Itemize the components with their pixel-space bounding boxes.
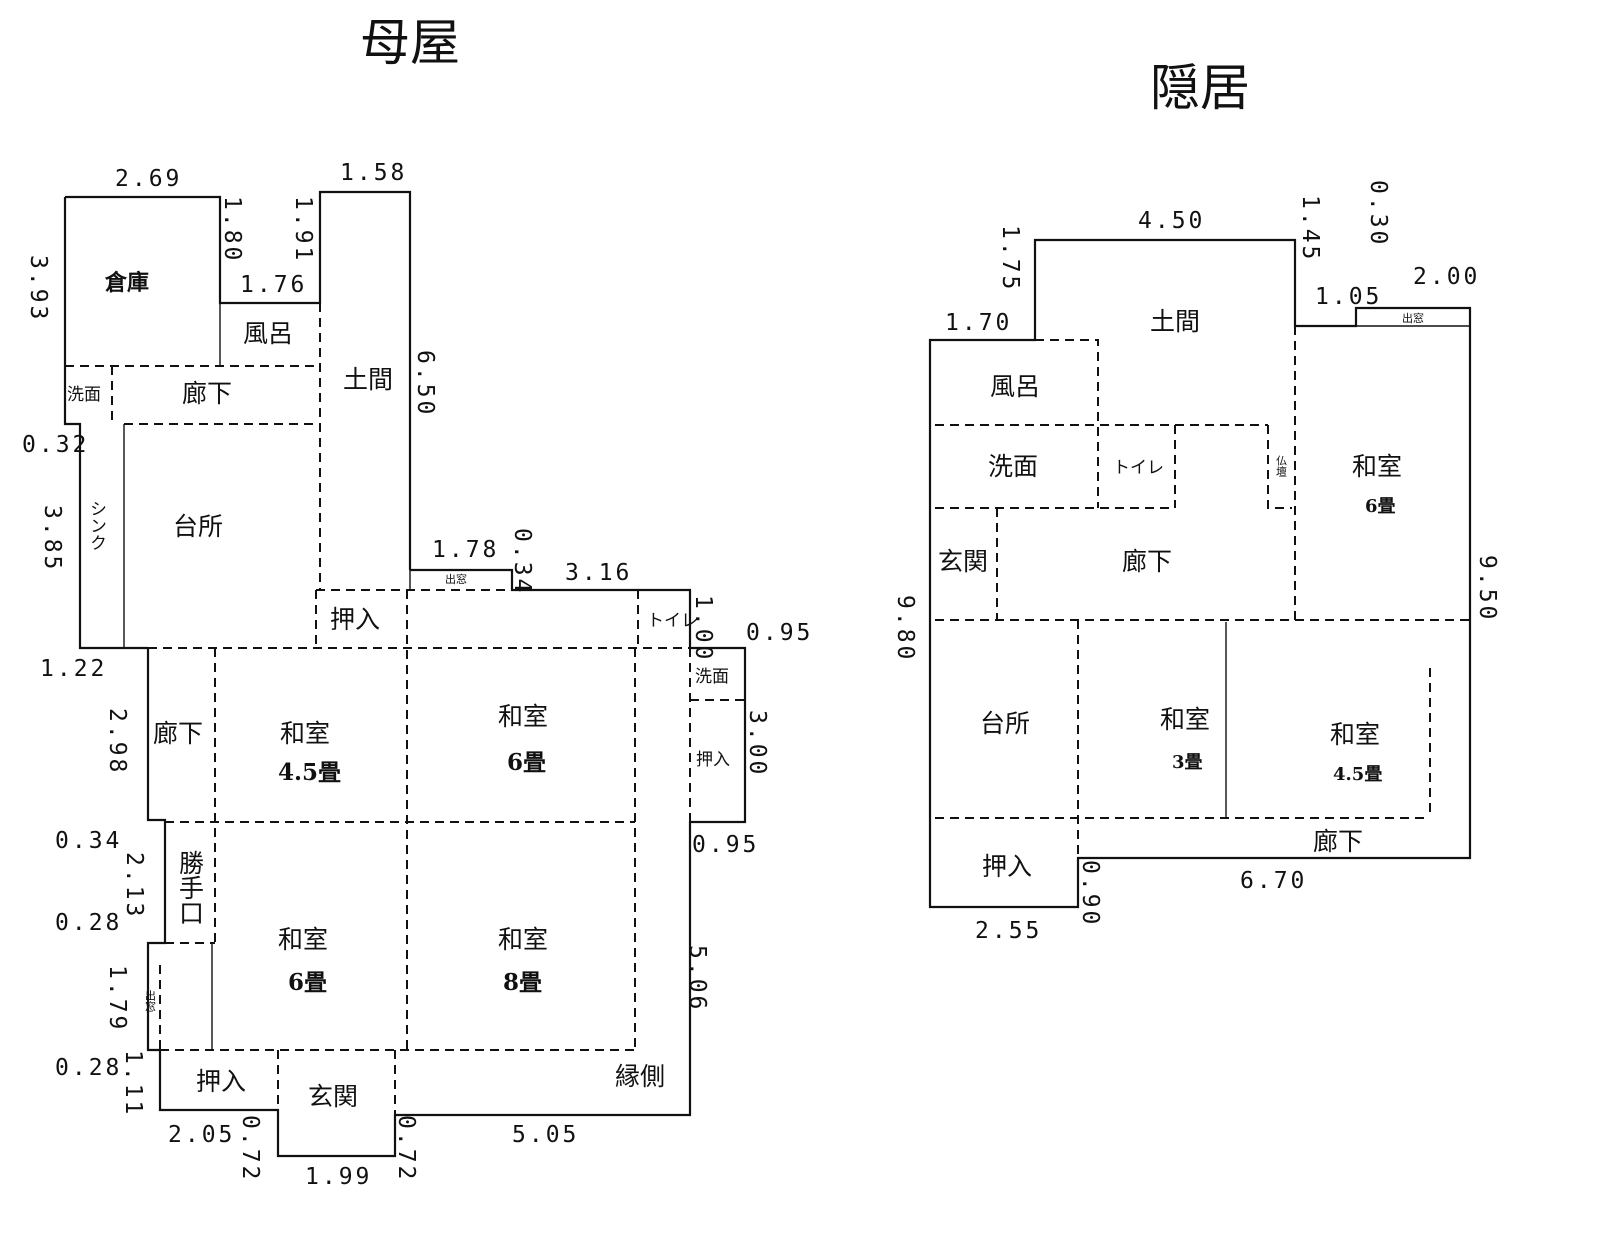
dim-label: 0.95 bbox=[746, 620, 813, 646]
dim-label: 0.95 bbox=[692, 832, 759, 858]
dim-label: 3.93 bbox=[25, 255, 51, 322]
dim-label: 4.50 bbox=[1138, 208, 1205, 234]
dim-label: 1.00 bbox=[690, 595, 716, 662]
dim-label: 5.06 bbox=[684, 945, 710, 1012]
annex-room-washitsu-45: 和室 bbox=[1330, 720, 1380, 749]
room-closet-bottom: 押入 bbox=[196, 1067, 246, 1096]
room-hall-top: 廊下 bbox=[182, 379, 232, 408]
dim-label: 1.05 bbox=[1315, 284, 1382, 310]
dim-label: 1.76 bbox=[240, 272, 307, 298]
dim-label: 1.79 bbox=[104, 965, 130, 1032]
annex-outer-wall bbox=[928, 238, 1472, 909]
dim-label: 2.05 bbox=[168, 1122, 235, 1148]
dim-label: 2.00 bbox=[1413, 264, 1480, 290]
annex-plan: 土間 出窓 風呂 洗面 トイレ 仏壇 和室 6畳 玄関 廊下 台所 和室 3畳 … bbox=[892, 180, 1500, 944]
wall-west-upper bbox=[63, 366, 148, 650]
dim-label: 2.69 bbox=[115, 166, 182, 192]
annex-room-washitsu-6: 和室 bbox=[1352, 452, 1402, 481]
dim-label: 0.32 bbox=[22, 432, 89, 458]
dim-label: 0.28 bbox=[55, 910, 122, 936]
room-back-door: 勝手口 bbox=[176, 850, 205, 925]
room-engawa: 縁側 bbox=[615, 1062, 665, 1091]
room-storage: 倉庫 bbox=[104, 270, 149, 296]
dim-label: 1.58 bbox=[340, 160, 407, 186]
room-bath: 風呂 bbox=[243, 319, 293, 348]
dim-label: 2.98 bbox=[104, 708, 130, 775]
annex-room-entrance: 玄関 bbox=[938, 547, 988, 576]
room-closet-top: 押入 bbox=[330, 605, 380, 634]
room-toilet: トイレ bbox=[647, 611, 698, 631]
room-kitchen: 台所 bbox=[173, 512, 223, 541]
annex-room-washitsu-3-size: 3畳 bbox=[1172, 752, 1203, 773]
dim-label: 9.50 bbox=[1474, 555, 1500, 622]
room-washroom-right: 洗面 bbox=[695, 667, 729, 687]
dim-label: 2.55 bbox=[975, 918, 1042, 944]
annex-room-doma: 土間 bbox=[1150, 307, 1200, 336]
dim-label: 0.72 bbox=[237, 1115, 263, 1182]
annex-room-toilet: トイレ bbox=[1113, 458, 1164, 478]
room-doma: 土間 bbox=[343, 365, 393, 394]
dim-label: 2.13 bbox=[121, 852, 147, 919]
room-washitsu-45: 和室 bbox=[280, 719, 330, 748]
dim-label: 0.34 bbox=[55, 828, 122, 854]
bay-window-label: 出窓 bbox=[445, 572, 467, 586]
annex-room-hall: 廊下 bbox=[1122, 547, 1172, 576]
room-entrance: 玄関 bbox=[308, 1082, 358, 1111]
dim-label: 0.30 bbox=[1365, 180, 1391, 247]
dim-label: 0.90 bbox=[1077, 860, 1103, 927]
dim-label: 3.16 bbox=[565, 560, 632, 586]
dim-label: 0.28 bbox=[55, 1055, 122, 1081]
dim-label: 0.34 bbox=[509, 528, 535, 595]
annex-room-washitsu-45-size: 4.5畳 bbox=[1333, 764, 1382, 785]
dim-label: 5.05 bbox=[512, 1122, 579, 1148]
dim-label: 6.50 bbox=[412, 350, 438, 417]
annex-room-closet: 仏壇 bbox=[1275, 455, 1288, 477]
annex-room-hall-bottom: 廊下 bbox=[1313, 827, 1363, 856]
annex-room-washroom: 洗面 bbox=[988, 452, 1038, 481]
dim-label: 1.91 bbox=[290, 196, 316, 263]
dim-label: 1.70 bbox=[945, 310, 1012, 336]
dim-label: 0.72 bbox=[393, 1115, 419, 1182]
room-washitsu-6a: 和室 bbox=[498, 702, 548, 731]
dim-label: 3.85 bbox=[39, 505, 65, 572]
dim-label: 9.80 bbox=[892, 595, 918, 662]
dim-label: 3.00 bbox=[744, 710, 770, 777]
room-washitsu-45-size: 4.5畳 bbox=[278, 759, 341, 786]
room-washroom: 洗面 bbox=[67, 385, 101, 405]
bay-window-label-west: 出窓 bbox=[144, 989, 157, 1012]
dim-label: 1.80 bbox=[219, 196, 245, 263]
room-closet-right: 押入 bbox=[696, 750, 730, 770]
main-house-title: 母屋 bbox=[360, 14, 460, 72]
annex-title: 隠居 bbox=[1150, 59, 1250, 117]
dim-label: 1.45 bbox=[1297, 195, 1323, 262]
annex-room-washitsu-6-size: 6畳 bbox=[1365, 496, 1396, 517]
dim-label: 1.75 bbox=[997, 225, 1023, 292]
dim-label: 1.78 bbox=[432, 537, 499, 563]
dim-label: 1.11 bbox=[120, 1050, 146, 1117]
annex-bay-window: 出窓 bbox=[1402, 311, 1424, 325]
annex-room-washitsu-3: 和室 bbox=[1160, 705, 1210, 734]
room-hall-left: 廊下 bbox=[153, 719, 203, 748]
dim-label: 6.70 bbox=[1240, 868, 1307, 894]
room-washitsu-6b: 和室 bbox=[278, 925, 328, 954]
room-sink: シンク bbox=[86, 500, 106, 551]
room-washitsu-8-size: 8畳 bbox=[503, 969, 542, 996]
dim-label: 1.99 bbox=[305, 1164, 372, 1190]
annex-room-kitchen: 台所 bbox=[980, 709, 1030, 738]
room-washitsu-6a-size: 6畳 bbox=[507, 749, 546, 776]
room-washitsu-6b-size: 6畳 bbox=[288, 969, 327, 996]
room-washitsu-8: 和室 bbox=[498, 925, 548, 954]
main-house-plan: 倉庫 風呂 洗面 廊下 土間 台所 シンク 押入 トイレ 洗面 押入 廊下 和室… bbox=[22, 160, 813, 1190]
dim-label: 1.22 bbox=[40, 656, 107, 682]
annex-room-bath: 風呂 bbox=[990, 372, 1040, 401]
annex-room-closet-bottom: 押入 bbox=[982, 852, 1032, 881]
